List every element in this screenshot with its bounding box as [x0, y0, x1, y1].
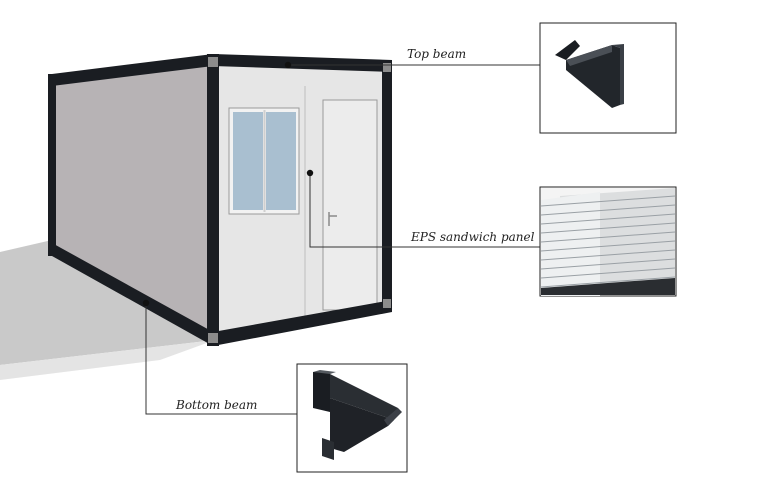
window-pane-right: [266, 112, 296, 210]
corner-post-rear: [48, 74, 56, 256]
callout-top-beam-dot: [285, 62, 291, 68]
eps-panel-label: EPS sandwich panel: [411, 230, 534, 244]
callout-eps-dot: [307, 170, 313, 176]
top-beam-label: Top beam: [407, 47, 466, 61]
bottom-beam-label: Bottom beam: [176, 398, 257, 412]
door: [323, 100, 377, 310]
eps-panel-image: [541, 188, 675, 296]
callout-bottom-beam-dot: [143, 300, 149, 306]
window-pane-left: [233, 112, 263, 210]
corner-post-front-left: [207, 54, 219, 346]
corner-post-front-right: [382, 60, 392, 312]
